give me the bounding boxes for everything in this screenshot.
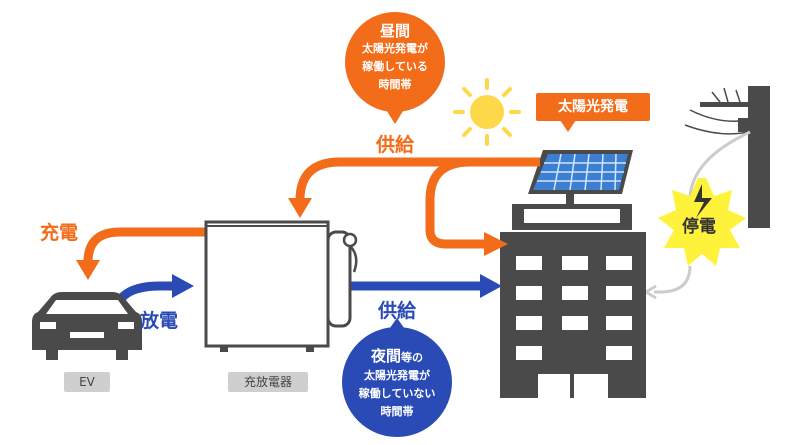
charger-icon: [204, 220, 358, 352]
charge-label: 充電: [40, 222, 79, 244]
power-outage-burst: [658, 178, 746, 266]
discharge-label: 放電: [140, 310, 179, 332]
solar-supply-arrows: [295, 157, 540, 249]
solar-panel-icon: [528, 150, 633, 206]
daytime-title: 昼間: [379, 22, 410, 40]
solar-tag-pointer: [560, 120, 576, 132]
daytime-bubble-text: 昼間 太陽光発電が 稼働している 時間帯: [345, 22, 445, 94]
charger-tag: 充放電器: [228, 372, 308, 392]
daytime-line1: 太陽光発電が: [362, 42, 428, 55]
discharge-arrowhead: [172, 274, 194, 298]
night-bubble: [342, 318, 452, 437]
night-line3: 時間帯: [380, 405, 414, 418]
night-title-line: 夜間等の: [342, 347, 452, 367]
night-title: 夜間: [370, 347, 401, 365]
charge-arrow: [83, 227, 206, 263]
supply-arrowhead-building: [484, 232, 508, 256]
supply-top-label: 供給: [376, 134, 415, 156]
supply-arrowhead-charger: [288, 198, 312, 218]
grid-return-line: [654, 265, 692, 294]
daytime-line3: 時間帯: [378, 78, 412, 91]
night-suffix: 等の: [401, 351, 423, 364]
utility-pole-icon: [684, 86, 770, 228]
building-icon: [500, 204, 646, 398]
sun-icon: [453, 78, 521, 146]
daytime-line2: 稼働している: [362, 60, 428, 73]
outage-label: 停電: [682, 217, 716, 237]
night-line2: 稼働していない: [358, 387, 436, 400]
daytime-bubble: [345, 12, 445, 124]
ev-car-icon: [32, 292, 142, 360]
discharge-arrow: [116, 281, 174, 303]
night-bubble-text: 夜間等の 太陽光発電が 稼働していない 時間帯: [342, 347, 452, 421]
night-line1: 太陽光発電が: [364, 369, 430, 382]
ev-tag: EV: [64, 372, 110, 392]
charge-arrowhead: [76, 260, 100, 280]
night-supply-arrowhead: [480, 274, 502, 298]
supply-bottom-label: 供給: [378, 300, 417, 322]
solar-power-tag: 太陽光発電: [536, 93, 650, 121]
